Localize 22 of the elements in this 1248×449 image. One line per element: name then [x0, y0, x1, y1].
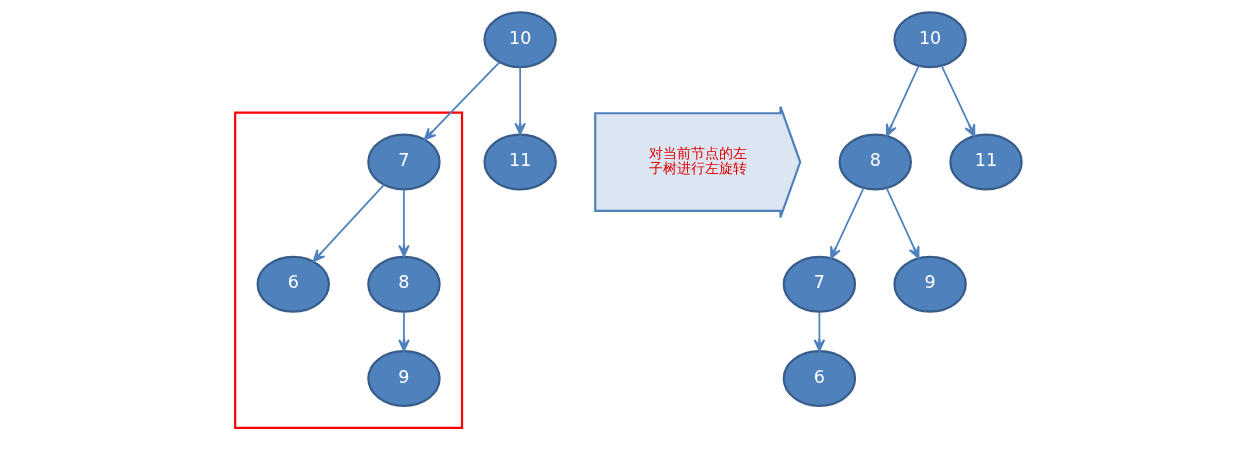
node-ellipse: 9	[893, 255, 967, 313]
node-ellipse: 8	[367, 255, 441, 313]
node-ellipse: 6	[782, 350, 857, 407]
arrow	[885, 65, 920, 137]
node-ellipse: 10	[893, 11, 967, 69]
arrow	[398, 188, 410, 258]
node-ellipse: 6	[256, 255, 330, 313]
cluster	[234, 111, 464, 429]
node-ellipse: 10	[483, 11, 557, 69]
node-ellipse: 11	[483, 133, 557, 191]
arrow	[940, 64, 976, 137]
node-ellipse: 7	[367, 133, 441, 191]
arrow	[514, 66, 526, 136]
arrow	[830, 187, 865, 260]
arrow	[423, 61, 501, 141]
node-ellipse: 7	[782, 255, 857, 313]
arrow	[312, 183, 385, 263]
arrow	[398, 311, 410, 352]
arrow	[813, 311, 826, 352]
node-ellipse: 11	[949, 133, 1023, 191]
node-ellipse: 9	[367, 350, 441, 407]
node-ellipse: 8	[838, 133, 912, 191]
